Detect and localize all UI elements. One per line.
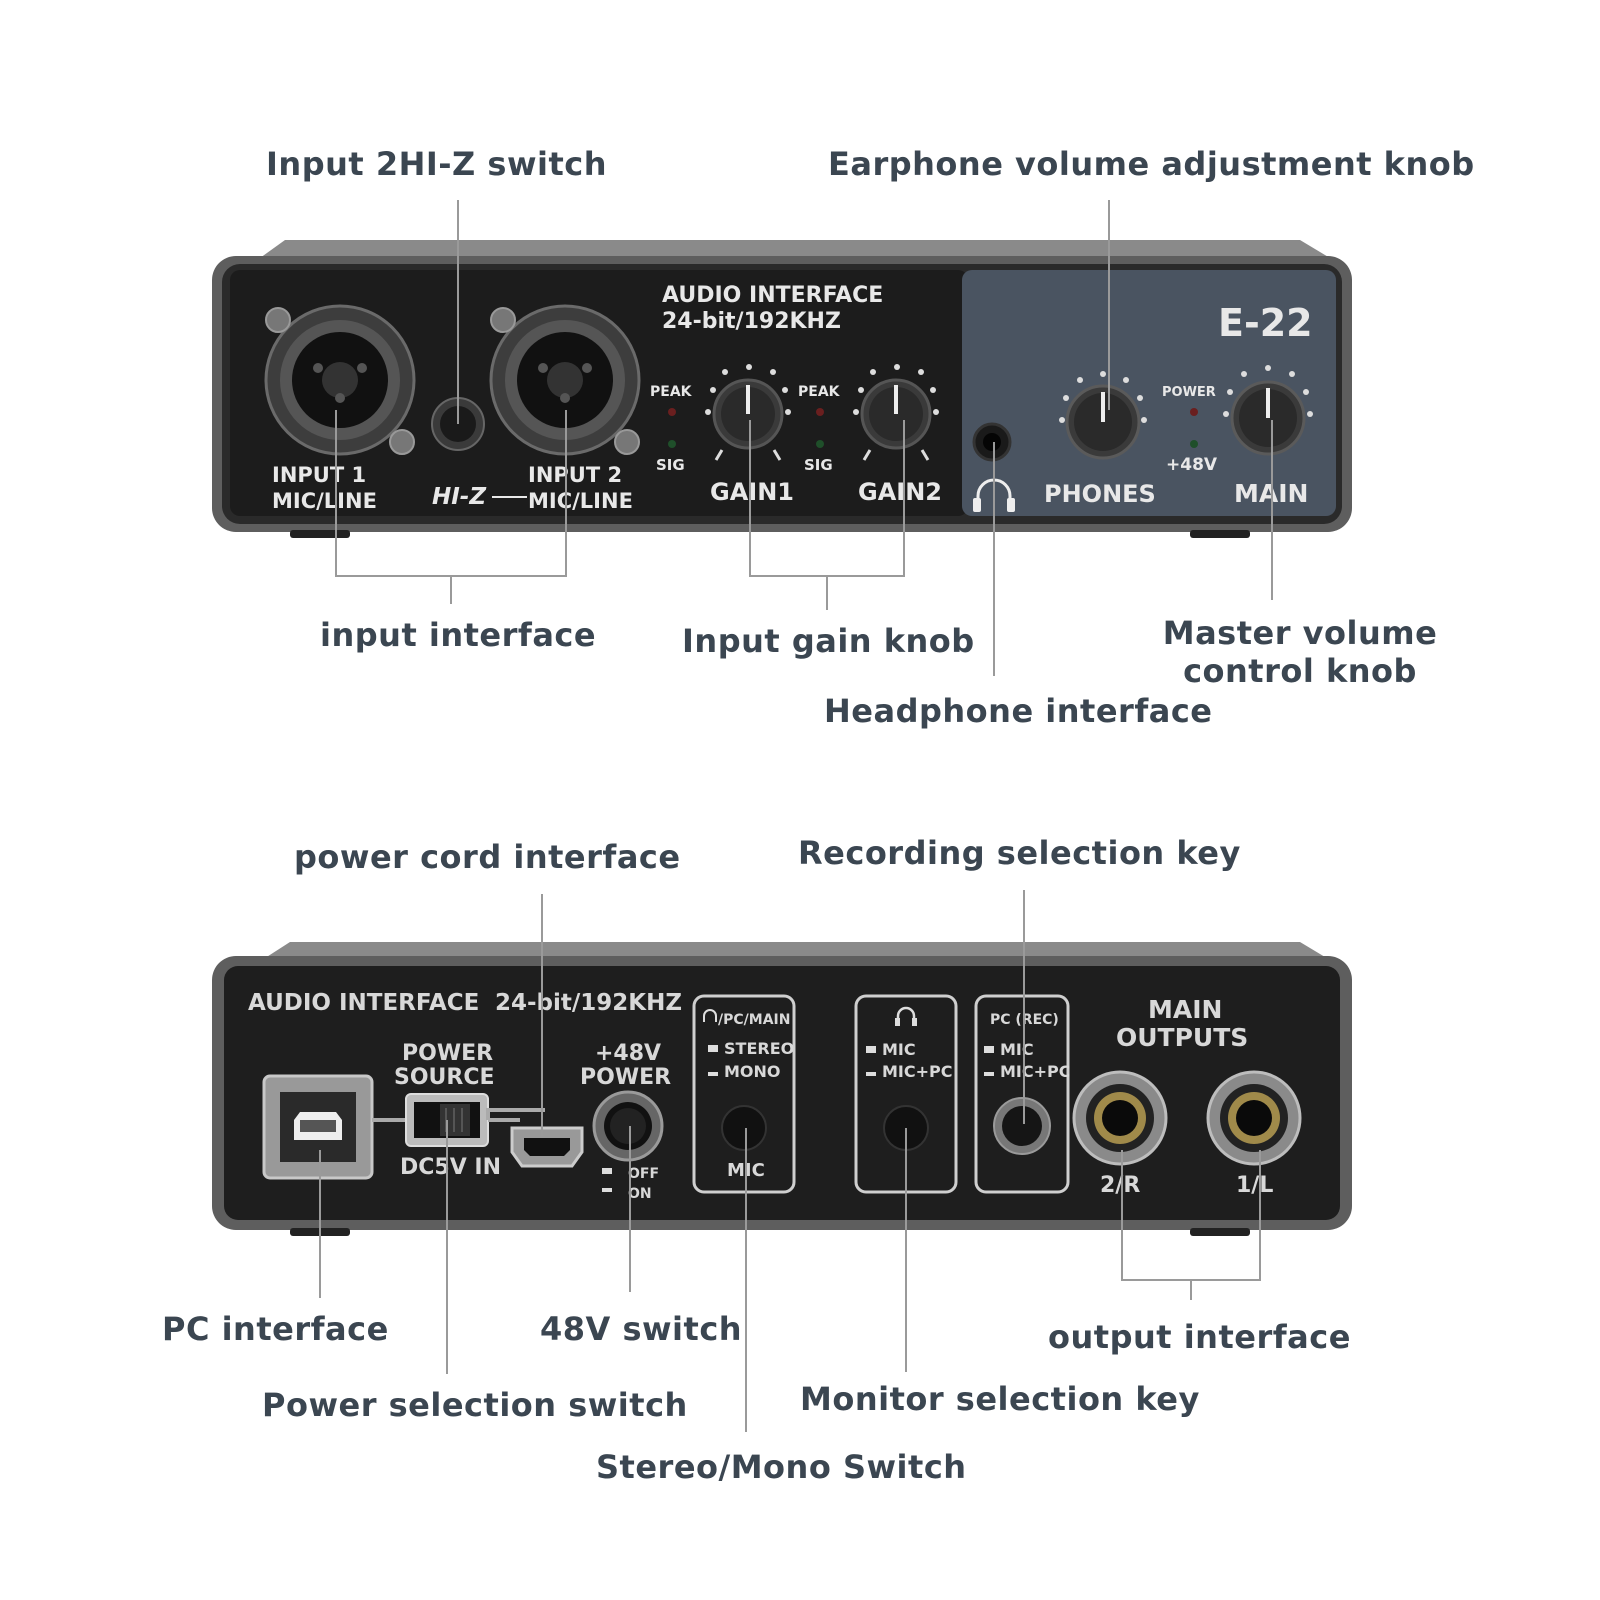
usb-b-port[interactable] (262, 1074, 374, 1180)
rec-select-button[interactable] (993, 1097, 1051, 1155)
rec-micpc-indicator-icon (984, 1072, 994, 1076)
hp-micpc-label: MIC+PC (882, 1062, 953, 1081)
callout-power-cord-interface: power cord interface (294, 838, 681, 876)
stereo-mono-button[interactable] (721, 1105, 767, 1151)
hp-micpc-indicator-icon (866, 1072, 876, 1076)
peak1-led (668, 408, 676, 416)
monitor-header: /PC/MAIN (718, 1012, 790, 1028)
out-l-label: 1/L (1236, 1173, 1273, 1198)
output-jack-left[interactable] (1206, 1070, 1302, 1166)
power-source-line2: SOURCE (394, 1065, 495, 1090)
phantom-led (1190, 440, 1198, 448)
main-knob[interactable] (1223, 365, 1313, 456)
hp-mic-label: MIC (882, 1040, 916, 1059)
callout-48v-switch: 48V switch (540, 1310, 743, 1348)
rec-micpc-label: MIC+PC (1000, 1062, 1071, 1081)
sig1-label: SIG (656, 456, 685, 474)
power48-line2: POWER (580, 1065, 671, 1090)
dc-in-label: DC5V IN (400, 1155, 501, 1180)
headphone-jack[interactable] (972, 422, 1012, 462)
callout-monitor-selection-key: Monitor selection key (800, 1380, 1200, 1418)
rear-header-line2: 24-bit/192KHZ (495, 990, 682, 1016)
callout-input-interface: input interface (320, 616, 597, 654)
front-chassis-top (260, 240, 1330, 258)
rear-foot-right (1190, 1228, 1250, 1236)
peak2-label: PEAK (798, 384, 841, 400)
mic-bottom-label: MIC (727, 1160, 765, 1181)
power-source-line1: POWER (402, 1041, 493, 1066)
mono-indicator-icon (708, 1072, 718, 1076)
rec-mic-label: MIC (1000, 1040, 1034, 1059)
output-jack-right[interactable] (1072, 1070, 1168, 1166)
dc-power-port[interactable] (510, 1126, 584, 1168)
rear-panel-face (224, 966, 1340, 1220)
front-slate-section (962, 270, 1336, 516)
callout-master-volume-line1: Master volume (1162, 614, 1438, 652)
phones-label: PHONES (1044, 480, 1156, 508)
main-outputs-line2: OUTPUTS (1116, 1023, 1248, 1052)
model-label: E-22 (1218, 301, 1313, 345)
callout-earphone-volume-knob: Earphone volume adjustment knob (828, 145, 1475, 183)
power48-line1: +48V (595, 1041, 661, 1066)
hp-mic-indicator-icon (866, 1046, 876, 1053)
callout-power-selection-switch: Power selection switch (262, 1386, 688, 1424)
pcrec-header: PC (REC) (990, 1012, 1059, 1028)
headphone-small-icon (895, 1006, 917, 1026)
out-r-label: 2/R (1100, 1173, 1140, 1198)
rear-header-line1: AUDIO INTERFACE (248, 990, 479, 1016)
off-label: OFF (628, 1166, 659, 1182)
phantom-power-button[interactable] (592, 1090, 664, 1162)
rear-foot-left (290, 1228, 350, 1236)
rec-mic-indicator-icon (984, 1046, 994, 1053)
mini-headphone-icon (703, 1009, 717, 1022)
callout-headphone-interface: Headphone interface (824, 692, 1213, 730)
power-led (1190, 408, 1198, 416)
callout-recording-selection-key: Recording selection key (798, 834, 1241, 872)
on-label: ON (628, 1186, 652, 1202)
peak1-label: PEAK (650, 384, 693, 400)
stereo-mono-box (692, 994, 796, 1194)
callout-input-hiz-switch: Input 2HI-Z switch (266, 145, 608, 183)
main-outputs-line1: MAIN (1148, 995, 1222, 1024)
stereo-label: STEREO (724, 1039, 794, 1058)
rec-select-box (974, 994, 1070, 1194)
front-header-line1: AUDIO INTERFACE (662, 283, 883, 308)
rear-chassis-top (262, 942, 1330, 960)
front-header-line2: 24-bit/192KHZ (662, 309, 841, 334)
on-indicator-icon (602, 1188, 612, 1192)
peak2-led (816, 408, 824, 416)
callout-output-interface: output interface (1048, 1318, 1351, 1356)
power-source-switch[interactable] (405, 1093, 489, 1147)
mono-label: MONO (724, 1062, 781, 1081)
callout-master-volume: Master volume control knob (1150, 614, 1450, 691)
callout-master-volume-line2: control knob (1183, 652, 1417, 691)
monitor-select-button[interactable] (883, 1105, 929, 1151)
stereo-indicator-icon (708, 1045, 718, 1052)
power-led-label: POWER (1162, 385, 1216, 400)
callout-stereo-mono-switch: Stereo/Mono Switch (596, 1448, 967, 1486)
front-foot-right (1190, 530, 1250, 538)
phantom-led-label: +48V (1166, 455, 1218, 475)
callout-input-gain-knob: Input gain knob (682, 622, 975, 660)
callout-pc-interface: PC interface (162, 1310, 389, 1348)
phones-knob[interactable] (1059, 371, 1147, 460)
sig1-led (668, 440, 676, 448)
off-indicator-icon (602, 1168, 612, 1174)
